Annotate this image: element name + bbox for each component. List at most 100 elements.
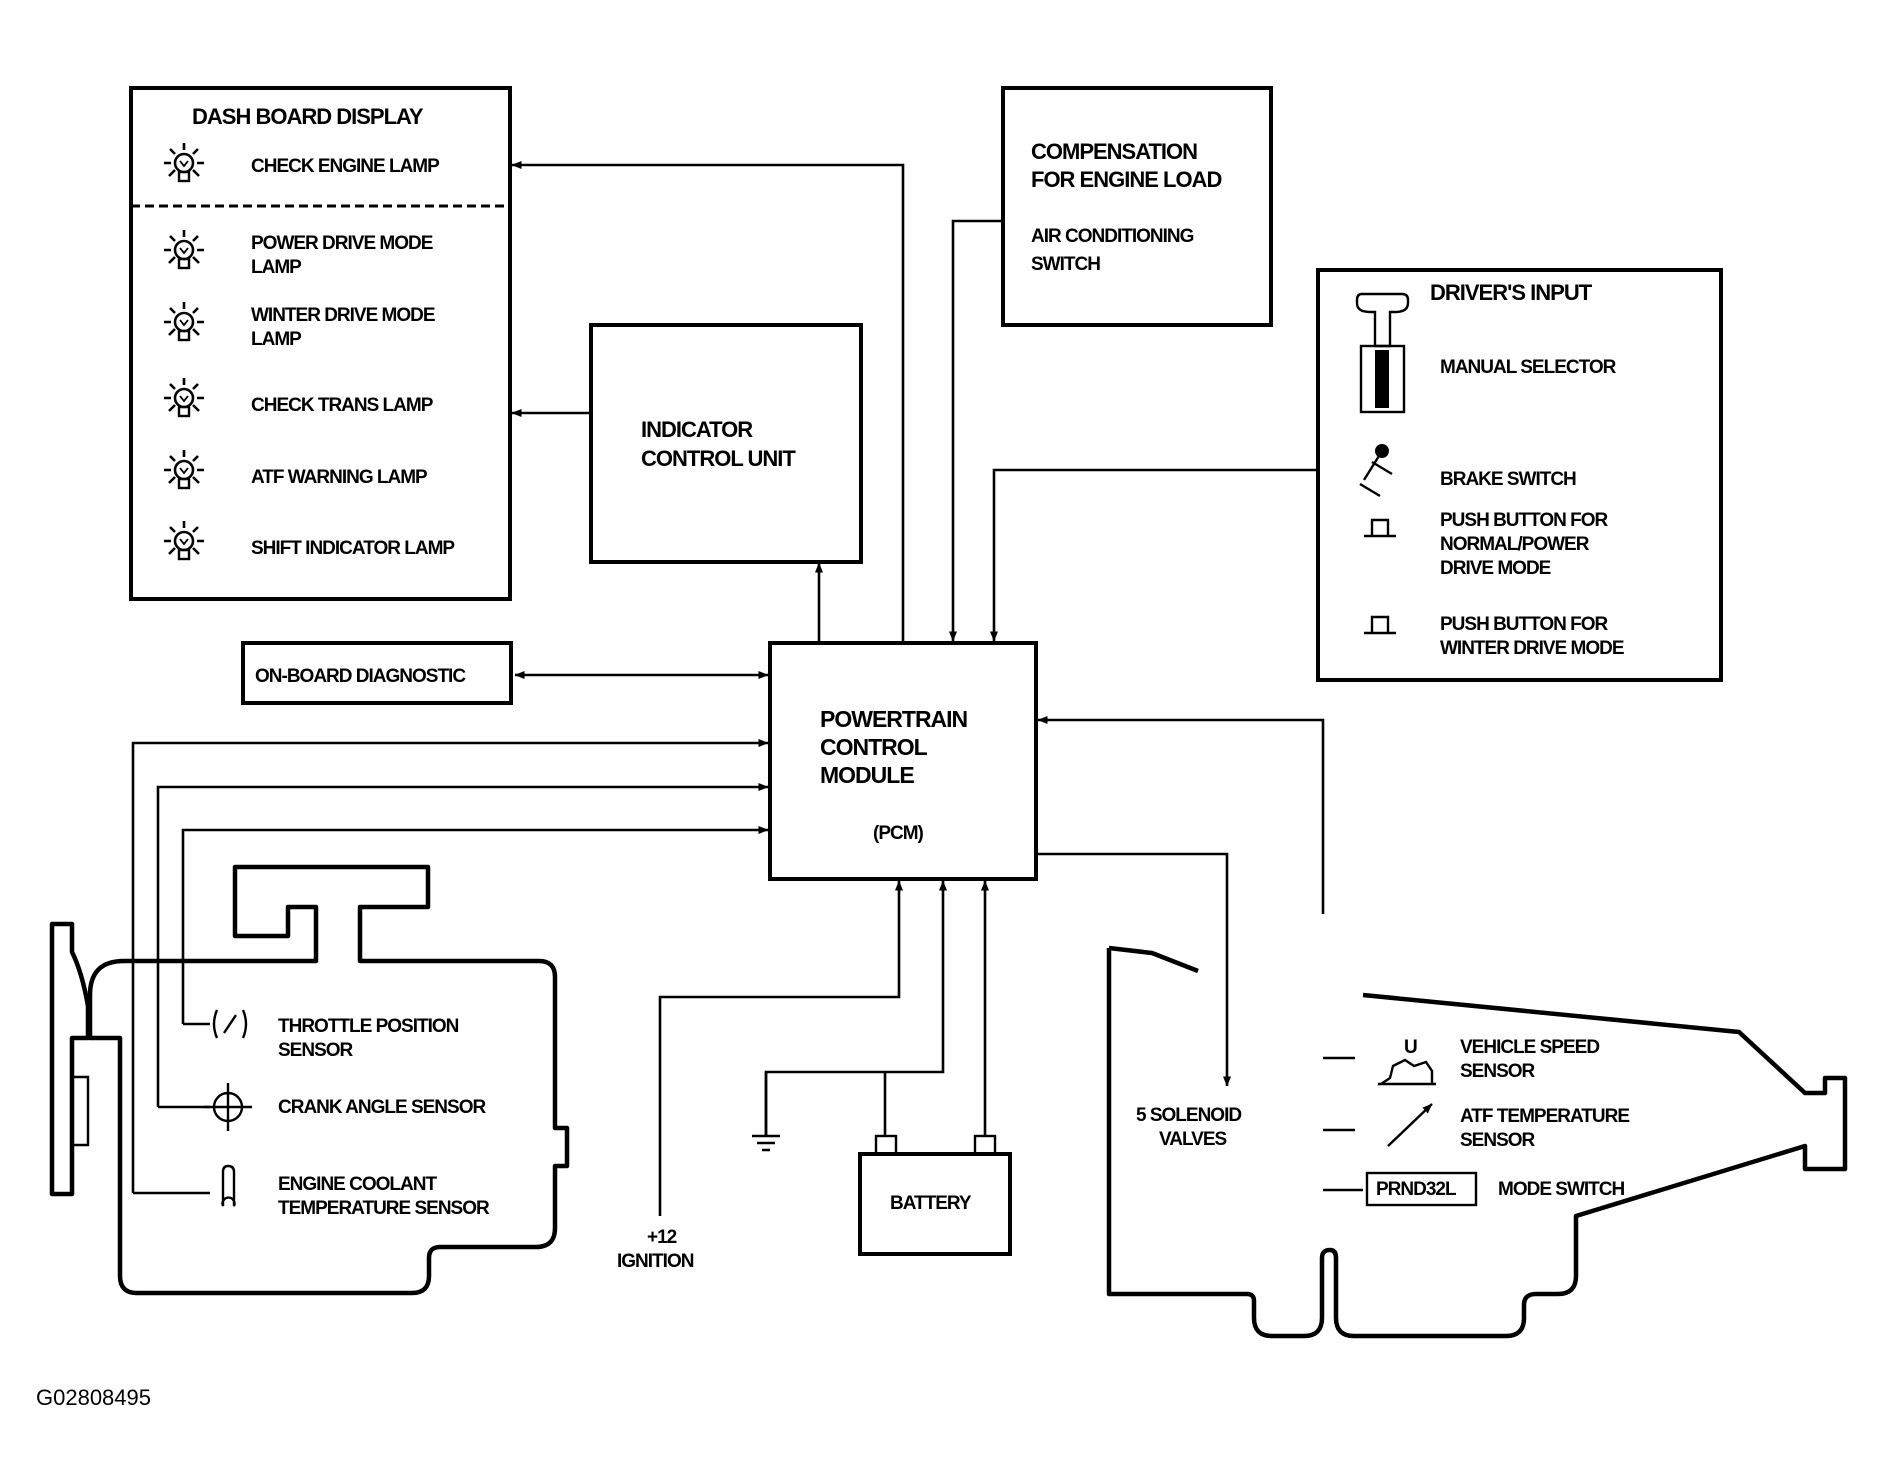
powertrain-control-module: POWERTRAIN CONTROL MODULE (PCM): [768, 641, 1038, 881]
lamp-icon: [162, 141, 206, 183]
indicator-control-unit: INDICATOR CONTROL UNIT: [589, 323, 863, 564]
engine-load-compensation-box: [1001, 86, 1273, 327]
lamp-icon: [162, 228, 206, 270]
drivers-input-title: DRIVER'S INPUT: [1430, 280, 1593, 305]
push-button-normal-icon: [1364, 518, 1396, 538]
air-conditioning-switch-label: SWITCH: [1031, 254, 1100, 275]
transmission-bell-housing: [1108, 945, 1199, 974]
lamp-label: LAMP: [251, 329, 302, 350]
coolant-sensor-label: ENGINE COOLANT: [278, 1174, 437, 1195]
wire-ignition-to-pcm: [658, 880, 903, 1216]
atf-temperature-sensor: ATF TEMPERATURE SENSOR: [1323, 1103, 1630, 1151]
winter-drive-mode-lamp: WINTER DRIVE MODE LAMP: [162, 300, 436, 350]
push-button-winter-label: WINTER DRIVE MODE: [1440, 638, 1624, 659]
solenoid-valves-label: 5 SOLENOID: [1136, 1105, 1241, 1126]
mode-switch-label: MODE SWITCH: [1498, 1179, 1624, 1200]
wire-crank-sensor-to-pcm: [156, 783, 769, 1107]
push-button-normal-label: DRIVE MODE: [1440, 558, 1551, 579]
engine: THROTTLE POSITION SENSOR CRANK ANGLE SEN…: [49, 864, 570, 1296]
check-trans-lamp: CHECK TRANS LAMP: [162, 376, 435, 418]
crank-sensor-crosshair: [204, 1083, 252, 1131]
transmission: 5 SOLENOID VALVES U VEHICLE SPEED SENSOR…: [1106, 945, 1848, 1339]
pcm-label: MODULE: [820, 762, 914, 788]
drivers-input: DRIVER'S INPUT MANUAL SELECTOR BRAKE SWI…: [1316, 268, 1723, 682]
manual-selector-icon: [1355, 292, 1410, 414]
pcm-abbreviation: (PCM): [873, 823, 924, 844]
indicator-control-unit-box: [589, 323, 863, 564]
throttle-position-sensor: THROTTLE POSITION SENSOR: [183, 1009, 460, 1061]
wire-ac-switch-to-pcm: [949, 219, 1003, 642]
push-button-normal-label: PUSH BUTTON FOR: [1440, 510, 1609, 531]
wire-throttle-sensor-to-pcm: [181, 826, 769, 1024]
shift-indicator-lamp: SHIFT INDICATOR LAMP: [162, 519, 456, 561]
vss-label: SENSOR: [1460, 1061, 1536, 1082]
prnd-label: PRND32L: [1376, 1179, 1457, 1200]
lamp-label: WINTER DRIVE MODE: [251, 305, 435, 326]
atf-temperature-icon: [1387, 1103, 1433, 1147]
battery-label: BATTERY: [890, 1193, 972, 1214]
engine-load-compensation: COMPENSATION FOR ENGINE LOAD AIR CONDITI…: [1001, 86, 1273, 327]
brake-switch-label: BRAKE SWITCH: [1440, 469, 1576, 490]
lamp-label: SHIFT INDICATOR LAMP: [251, 538, 455, 559]
vss-symbol: U: [1404, 1037, 1417, 1058]
check-engine-lamp: CHECK ENGINE LAMP: [162, 141, 441, 183]
ignition-label: +12: [647, 1227, 677, 1248]
power-drive-mode-lamp: POWER DRIVE MODE LAMP: [162, 228, 434, 278]
engine-flywheel-detail: [72, 1075, 90, 1147]
thermometer-icon: [221, 1164, 236, 1207]
indicator-control-unit-label: INDICATOR: [641, 417, 753, 442]
vss-label: VEHICLE SPEED: [1460, 1037, 1599, 1058]
atf-warning-lamp: ATF WARNING LAMP: [162, 448, 429, 490]
lamp-label: CHECK TRANS LAMP: [251, 395, 434, 416]
battery: BATTERY: [858, 1134, 1012, 1256]
on-board-diagnostic-box: [241, 641, 513, 705]
lamp-icon: [162, 448, 206, 490]
atf-temperature-label: SENSOR: [1460, 1130, 1536, 1151]
engine-flywheel: [49, 921, 91, 1197]
wire-coolant-sensor-to-pcm: [131, 739, 769, 1193]
wire-pcm-to-solenoid-valves: [1036, 852, 1231, 1087]
compensation-title: FOR ENGINE LOAD: [1031, 167, 1221, 192]
coolant-sensor-label: TEMPERATURE SENSOR: [278, 1198, 490, 1219]
vehicle-speed-sensor: U VEHICLE SPEED SENSOR: [1323, 1037, 1600, 1086]
dashboard-title: DASH BOARD DISPLAY: [192, 104, 424, 129]
lamp-label: CHECK ENGINE LAMP: [251, 156, 440, 177]
power-supply: +12 IGNITION BATTERY: [617, 1072, 1012, 1272]
brake-switch-icon: [1359, 444, 1393, 498]
speed-sensor-icon: [1377, 1058, 1436, 1086]
battery-terminal: [874, 1134, 898, 1156]
transmission-case: [1106, 948, 1848, 1339]
crank-angle-sensor: CRANK ANGLE SENSOR: [158, 1083, 487, 1131]
throttle-sensor-label: THROTTLE POSITION: [278, 1016, 459, 1037]
battery-terminal: [973, 1134, 997, 1156]
wire-pcm-to-check-engine-lamp: [511, 161, 905, 643]
throttle-sensor-icon: [212, 1009, 248, 1039]
battery-box: [858, 1152, 1012, 1256]
lamp-icon: [162, 519, 206, 561]
lamp-label: POWER DRIVE MODE: [251, 233, 433, 254]
prnd-switch-box: [1365, 1171, 1478, 1207]
pcm-label: POWERTRAIN: [820, 706, 968, 732]
signal-wires: [131, 161, 1325, 1216]
ignition-label: IGNITION: [617, 1251, 694, 1272]
mode-switch: PRND32L MODE SWITCH: [1323, 1171, 1625, 1207]
push-button-normal-label: NORMAL/POWER: [1440, 534, 1590, 555]
figure-code: G02808495: [36, 1385, 151, 1410]
solenoid-valves-label: VALVES: [1159, 1129, 1227, 1150]
wire-ground-to-pcm: [764, 880, 947, 1136]
dashboard-box: [129, 86, 512, 601]
air-conditioning-switch-label: AIR CONDITIONING: [1031, 226, 1194, 247]
wire-drivers-input-to-pcm: [990, 468, 1318, 642]
drivers-input-box: [1316, 268, 1723, 682]
throttle-sensor-label: SENSOR: [278, 1040, 354, 1061]
compensation-title: COMPENSATION: [1031, 139, 1197, 164]
atf-temperature-label: ATF TEMPERATURE: [1460, 1106, 1629, 1127]
lamp-icon: [162, 300, 206, 342]
dashboard-display: DASH BOARD DISPLAY CHECK ENGINE LAMP POW…: [129, 86, 512, 601]
indicator-control-unit-label: CONTROL UNIT: [641, 446, 796, 471]
on-board-diagnostic: ON-BOARD DIAGNOSTIC: [241, 641, 513, 705]
push-button-winter-label: PUSH BUTTON FOR: [1440, 614, 1609, 635]
lamp-label: LAMP: [251, 257, 302, 278]
lamp-label: ATF WARNING LAMP: [251, 467, 428, 488]
